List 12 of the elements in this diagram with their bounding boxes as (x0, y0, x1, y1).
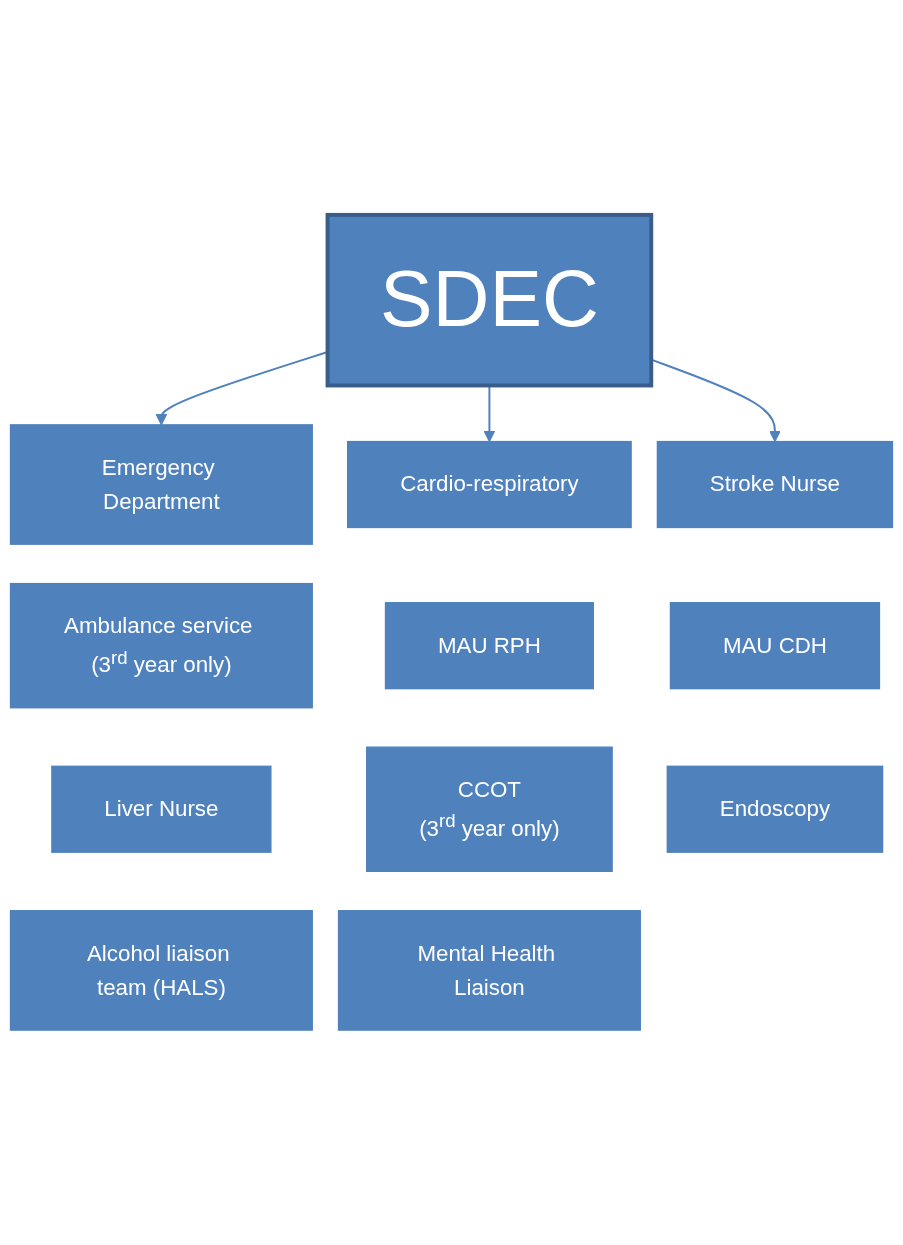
node-box: MAU RPH (384, 602, 594, 690)
node-box: Ambulance service (3$^{rd}$ year only) (9, 582, 313, 709)
node-box: SDEC (325, 212, 654, 388)
node-box: Alcohol liaison team (HALS) (9, 910, 313, 1031)
node-box: Endoscopy (666, 765, 884, 853)
node-box: Cardio-respiratory (347, 440, 632, 529)
node-box: MAU CDH (669, 602, 881, 690)
node-box: Stroke Nurse (656, 440, 894, 529)
node-box: CCOT (3$^{rd}$ year only) (366, 746, 613, 872)
node-box: Liver Nurse (51, 765, 272, 853)
node-box: Mental Health Liaison (337, 910, 641, 1031)
node-box: Emergency Department (9, 424, 313, 545)
